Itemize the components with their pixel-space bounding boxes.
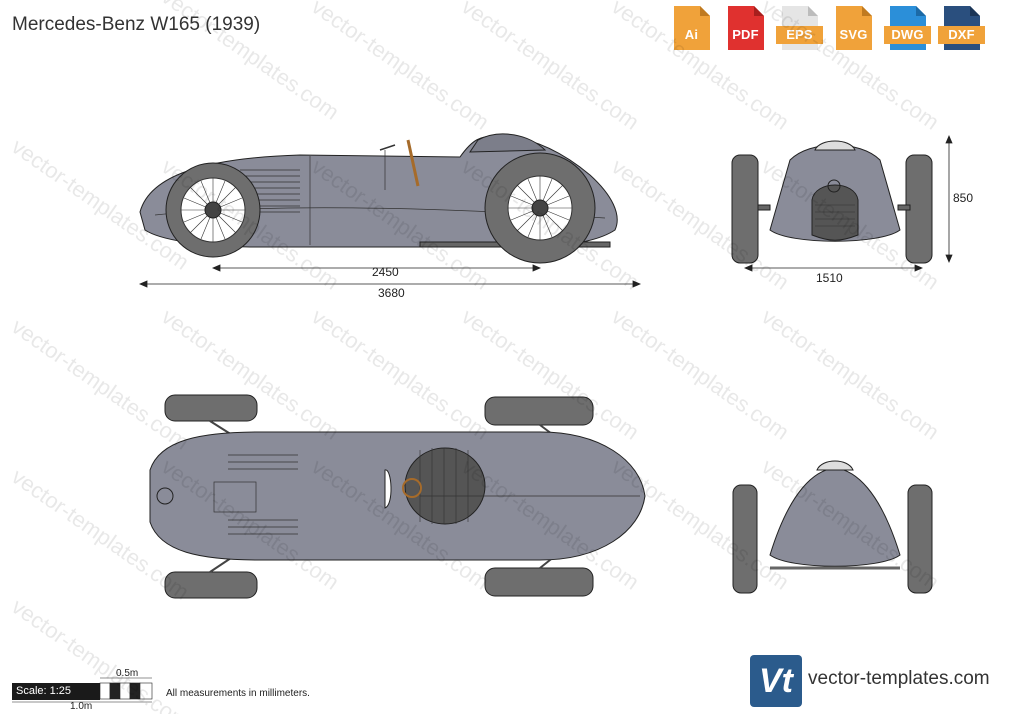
track-label: 1510 bbox=[816, 271, 843, 285]
side-dimension-lines bbox=[138, 264, 642, 288]
svg-format-label: SVG bbox=[839, 27, 868, 42]
side-rear-wheel bbox=[484, 152, 596, 264]
measurement-note: All measurements in millimeters. bbox=[166, 688, 310, 699]
length-label: 3680 bbox=[378, 286, 405, 300]
rear-view bbox=[732, 460, 933, 594]
front-dimension-lines bbox=[743, 134, 953, 272]
logo-mark: Vt bbox=[759, 662, 793, 700]
svg-format-button[interactable]: SVG bbox=[830, 4, 877, 52]
scale-full-label: 1.0m bbox=[70, 701, 93, 712]
ai-format-label: Ai bbox=[684, 27, 699, 42]
wheelbase-label: 2450 bbox=[372, 265, 399, 279]
dxf-format-button[interactable]: DXF bbox=[938, 4, 985, 52]
site-link[interactable]: vector-templates.com bbox=[808, 668, 990, 689]
height-label: 850 bbox=[953, 191, 974, 205]
format-badges: Ai PDF EPS SVG DWG DXF bbox=[668, 4, 985, 52]
pdf-format-label: PDF bbox=[732, 27, 759, 42]
scale-label: Scale: 1:25 bbox=[12, 683, 100, 700]
pdf-format-button[interactable]: PDF bbox=[722, 4, 769, 52]
vt-logo[interactable]: Vt bbox=[750, 655, 802, 707]
side-view bbox=[139, 133, 618, 264]
side-front-wheel bbox=[165, 162, 261, 258]
dxf-format-label: DXF bbox=[948, 27, 975, 42]
dwg-format-button[interactable]: DWG bbox=[884, 4, 931, 52]
eps-format-label: EPS bbox=[786, 27, 813, 42]
dwg-format-label: DWG bbox=[891, 27, 924, 42]
top-view bbox=[149, 394, 646, 599]
page-title: Mercedes-Benz W165 (1939) bbox=[12, 14, 261, 35]
ai-format-button[interactable]: Ai bbox=[668, 4, 715, 52]
scale-bar-graphic bbox=[12, 677, 153, 703]
eps-format-button[interactable]: EPS bbox=[776, 4, 823, 52]
front-view bbox=[731, 140, 933, 264]
scale-half-label: 0.5m bbox=[116, 668, 139, 679]
